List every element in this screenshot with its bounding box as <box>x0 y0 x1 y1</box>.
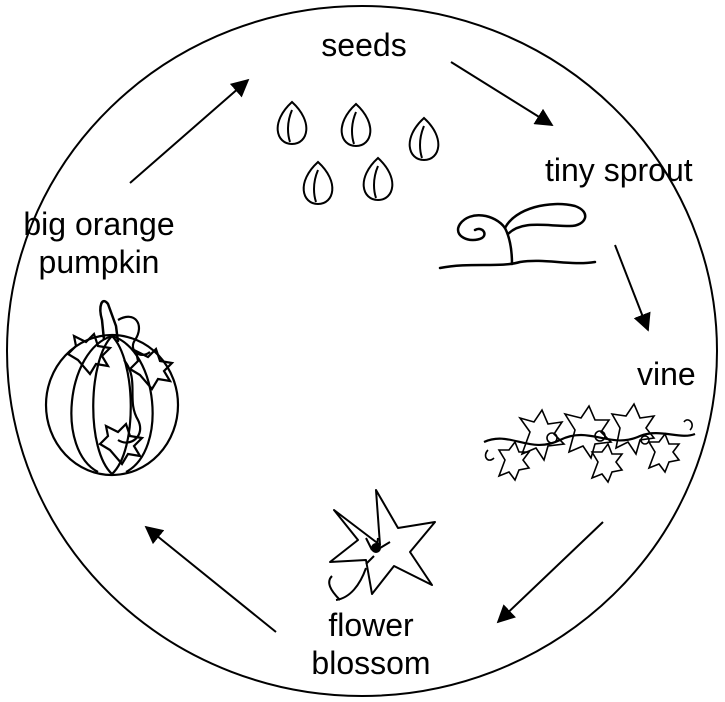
seeds-icon <box>278 102 439 204</box>
tiny-sprout-label: tiny sprout <box>545 151 693 189</box>
pumpkin-label-line2: pumpkin <box>5 243 193 281</box>
sprout-icon <box>440 204 595 268</box>
flower-label-line2: blossom <box>283 644 459 682</box>
arrow-sprout-to-vine <box>615 245 648 330</box>
flower-label-line1: flower <box>283 606 459 644</box>
flower-blossom-label: flower blossom <box>283 606 459 682</box>
arrow-flower-to-pumpkin <box>146 527 276 632</box>
flower-icon <box>329 490 435 600</box>
vine-label: vine <box>637 355 696 393</box>
arrow-pumpkin-to-seeds <box>130 80 248 183</box>
pumpkin-icon <box>46 301 178 475</box>
arrow-vine-to-flower <box>498 522 603 622</box>
vine-icon <box>484 404 695 482</box>
pumpkin-label-line1: big orange <box>5 205 193 243</box>
seeds-label: seeds <box>300 26 428 64</box>
arrow-seeds-to-sprout <box>451 62 552 125</box>
big-orange-pumpkin-label: big orange pumpkin <box>5 205 193 281</box>
